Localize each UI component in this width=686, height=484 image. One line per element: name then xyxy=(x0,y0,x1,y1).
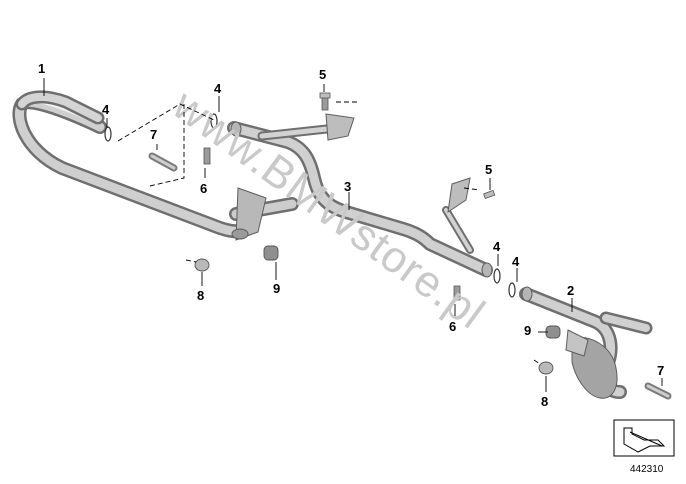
washer xyxy=(194,258,210,272)
callout-3: 3 xyxy=(344,179,351,194)
callout-8: 8 xyxy=(197,288,204,303)
o-ring xyxy=(508,282,516,298)
callout-6: 6 xyxy=(200,181,207,196)
callout-5: 5 xyxy=(319,67,326,82)
o-ring xyxy=(104,126,112,142)
callout-8: 8 xyxy=(541,394,548,409)
direction-arrow-icon xyxy=(613,419,675,457)
callout-4: 4 xyxy=(512,254,520,269)
callouts: 1 2 3 4 4 4 4 5 5 6 6 7 7 8 8 9 9 xyxy=(38,61,664,409)
o-ring xyxy=(210,113,218,129)
callout-4: 4 xyxy=(493,239,501,254)
diagram-number: 442310 xyxy=(630,464,664,475)
bolt xyxy=(644,382,672,400)
bolt xyxy=(203,147,211,165)
dash-lines xyxy=(117,101,541,365)
callout-4: 4 xyxy=(214,81,222,96)
callout-9: 9 xyxy=(524,323,531,338)
crash-bar-right xyxy=(519,286,653,399)
bolt xyxy=(453,285,461,301)
leader-lines xyxy=(43,78,663,392)
washer xyxy=(538,361,554,375)
bolt xyxy=(483,189,496,200)
callout-2: 2 xyxy=(567,283,574,298)
callout-7: 7 xyxy=(150,127,157,142)
callout-4: 4 xyxy=(102,102,110,117)
callout-9: 9 xyxy=(273,281,280,296)
callout-1: 1 xyxy=(38,61,45,76)
bolt xyxy=(319,92,331,111)
sleeve xyxy=(263,245,279,261)
frame-bar-center xyxy=(227,113,493,278)
callout-6: 6 xyxy=(449,319,456,334)
o-ring xyxy=(493,268,501,284)
sleeve xyxy=(545,325,561,339)
bolt xyxy=(148,152,178,172)
callout-7: 7 xyxy=(657,363,664,378)
callout-5: 5 xyxy=(485,162,492,177)
crash-bar-left xyxy=(12,90,299,241)
